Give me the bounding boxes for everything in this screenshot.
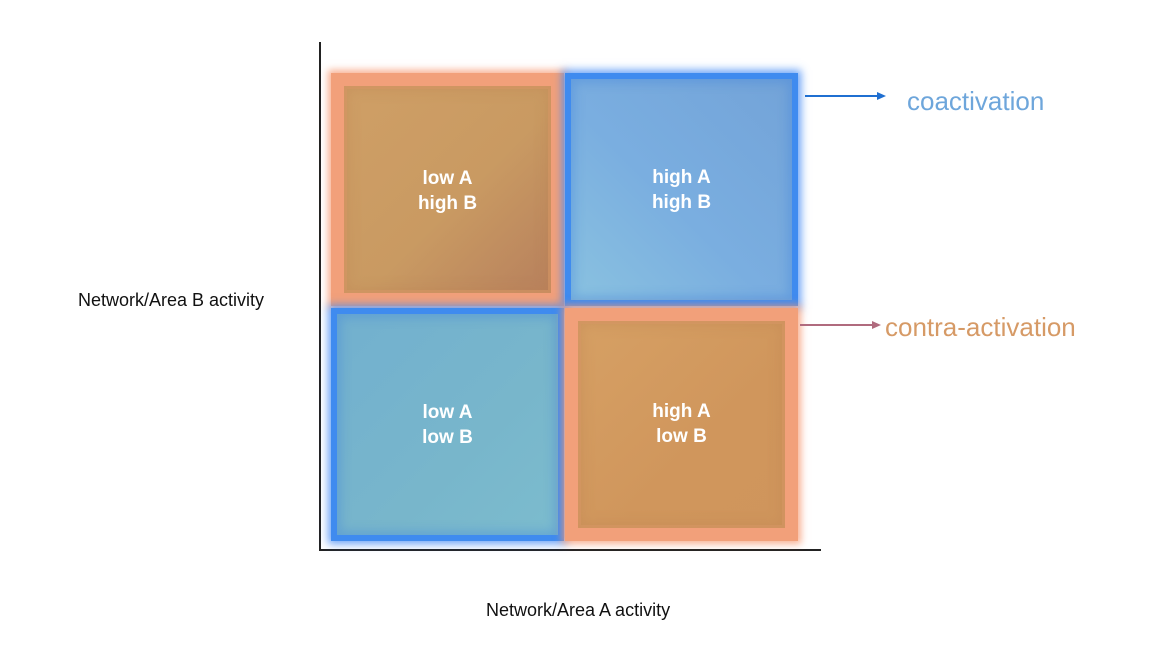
quadrant-label-line-2: low B [422,427,473,448]
quadrant-label: low A high B [344,166,551,216]
coactivation-label: coactivation [907,86,1045,116]
quadrant-label-line-2: high B [417,193,478,214]
quadrant-label-line-1: low A [422,168,473,189]
quadrant-low-a-high-b: low A high B [331,73,564,306]
y-axis-label: Network/Area B activity [78,290,265,310]
quadrant-label-line-2: low B [656,426,707,447]
quadrant-high-a-low-b: high A low B [565,308,798,541]
x-axis-label: Network/Area A activity [486,600,671,620]
quadrant-high-a-high-b: high A high B [565,73,798,306]
contra-activation-label: contra-activation [885,312,1076,342]
quadrant-label-line-1: high A [652,167,711,188]
contra-activation-arrow-icon [800,321,881,329]
quadrant-label: low A low B [337,400,558,450]
quadrant-label-line-1: high A [652,401,711,422]
quadrant-label-line-1: low A [422,402,473,423]
quadrant-label: high A low B [578,399,785,449]
x-axis-line [319,549,821,551]
quadrant-label-line-2: high B [651,192,712,213]
y-axis-line [319,42,321,550]
coactivation-arrow-icon [805,92,886,100]
quadrant-label: high A high B [571,165,792,215]
quadrant-low-a-low-b: low A low B [331,308,564,541]
